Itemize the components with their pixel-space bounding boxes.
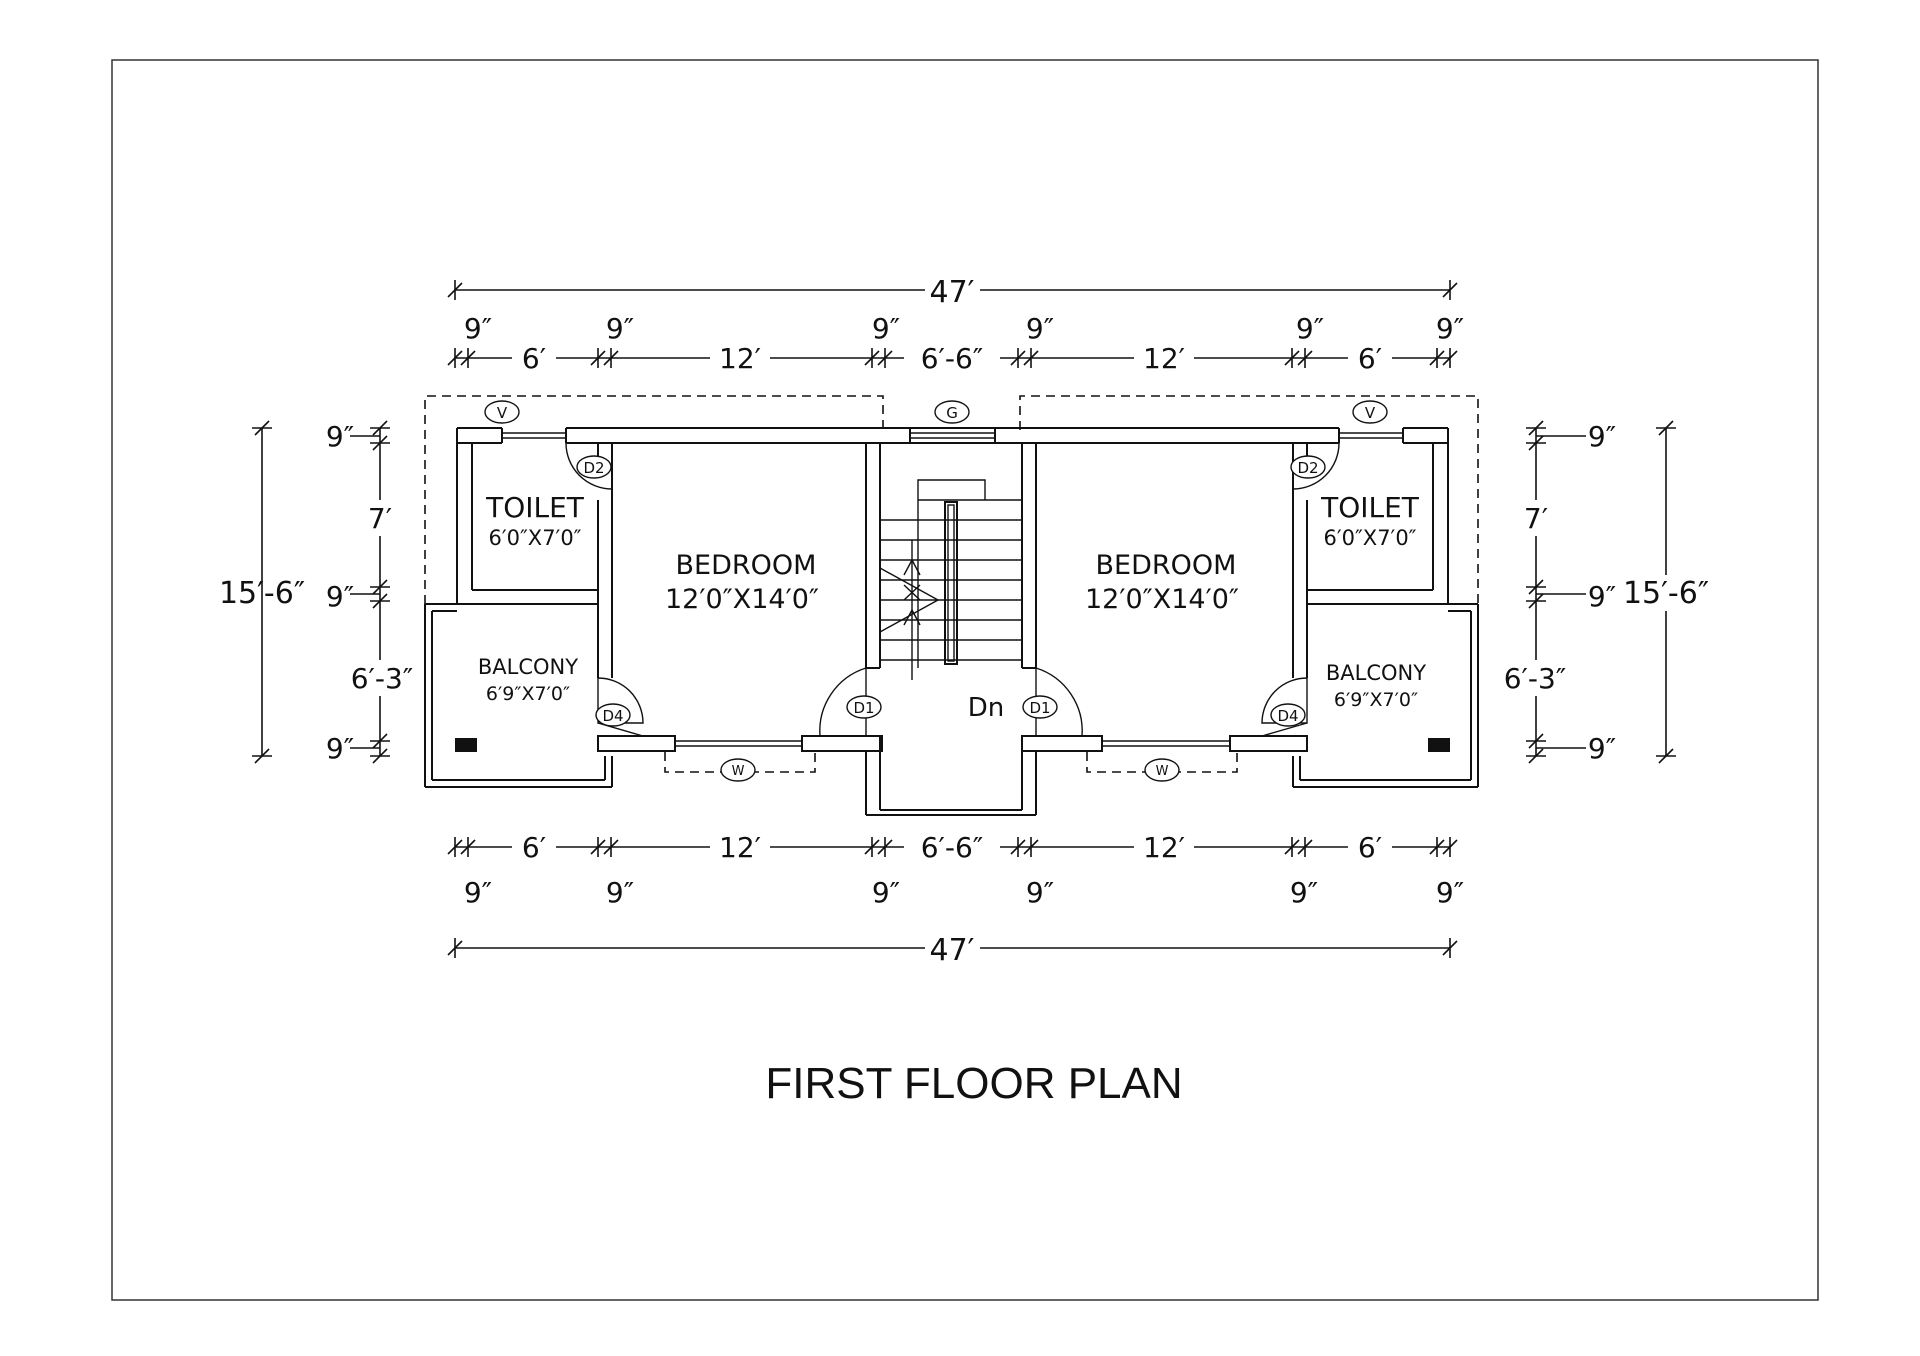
- right-balcony-name: BALCONY: [1326, 661, 1426, 685]
- right-bedroom-size: 12′0″X14′0″: [1085, 584, 1239, 615]
- tag-ventilator-right: V: [1365, 404, 1376, 422]
- left-wall-top-dim: 9″: [326, 420, 354, 453]
- tag-door-balcony-right: D4: [1277, 707, 1298, 725]
- windows: [502, 432, 1403, 747]
- top-span-3: 6′-6″: [921, 342, 984, 375]
- bottom-span-4: 12′: [1143, 831, 1185, 864]
- sheet-border: [111, 59, 1819, 1301]
- right-toilet-size: 6′0″X7′0″: [1323, 526, 1416, 550]
- top-overall-label: 47′: [930, 275, 975, 310]
- tag-door-main-left: D1: [853, 699, 874, 717]
- tag-door-toilet-right: D2: [1297, 459, 1318, 477]
- right-toilet-name: TOILET: [1320, 491, 1420, 524]
- right-total-label: 15′-6″: [1623, 576, 1709, 611]
- bottom-overall-dimension: 47′: [447, 933, 1458, 968]
- bottom-segment-dimensions: 6′ 12′ 6′-6″ 12′ 6′ 9″ 9″ 9″ 9″ 9″ 9″: [447, 830, 1464, 909]
- left-unit-walls: [424, 427, 910, 815]
- opening-tags: V G V W W D2 D2 D1 D1 D4 D4: [484, 400, 1388, 782]
- left-bedroom-size: 12′0″X14′0″: [665, 584, 819, 615]
- left-balcony-dim: 6′-3″: [351, 662, 414, 695]
- right-unit-walls: [995, 427, 1479, 815]
- top-wall-5: 9″: [1296, 312, 1324, 345]
- top-wall-6: 9″: [1436, 312, 1464, 345]
- bottom-wall-2: 9″: [606, 876, 634, 909]
- right-bedroom-name: BEDROOM: [1096, 550, 1237, 581]
- bottom-wall-5: 9″: [1290, 876, 1318, 909]
- top-wall-4: 9″: [1026, 312, 1054, 345]
- left-bedroom-name: BEDROOM: [676, 550, 817, 581]
- right-toilet-dim: 7′: [1524, 502, 1548, 535]
- top-span-1: 6′: [522, 342, 546, 375]
- left-toilet-dim: 7′: [368, 502, 392, 535]
- bottom-span-2: 12′: [719, 831, 761, 864]
- left-toilet-size: 6′0″X7′0″: [488, 526, 581, 550]
- doors: [565, 442, 1340, 737]
- tag-window-right: W: [1156, 764, 1169, 779]
- left-total-label: 15′-6″: [219, 576, 305, 611]
- top-overall-dimension: 47′: [447, 275, 1458, 310]
- tag-ventilator-left: V: [497, 404, 508, 422]
- bottom-span-5: 6′: [1358, 831, 1382, 864]
- left-balcony-name: BALCONY: [478, 655, 578, 679]
- tag-window-left: W: [732, 764, 745, 779]
- right-wall-top-dim: 9″: [1588, 420, 1616, 453]
- right-balcony-size: 6′9″X7′0″: [1334, 689, 1418, 711]
- left-floor-trap: [455, 738, 477, 752]
- top-span-2: 12′: [719, 342, 761, 375]
- staircase: Dn: [866, 427, 1036, 816]
- top-wall-3: 9″: [872, 312, 900, 345]
- right-wall-mid-dim: 9″: [1588, 580, 1616, 613]
- left-wall-mid-dim: 9″: [326, 580, 354, 613]
- drawing-title: FIRST FLOOR PLAN: [765, 1059, 1182, 1108]
- bottom-overall-label: 47′: [930, 933, 975, 968]
- left-balcony-size: 6′9″X7′0″: [486, 683, 570, 705]
- right-balcony-dim: 6′-3″: [1504, 662, 1567, 695]
- dashed-projections: [424, 395, 1479, 773]
- right-wall-bottom-dim: 9″: [1588, 732, 1616, 765]
- bottom-span-1: 6′: [522, 831, 546, 864]
- top-span-5: 6′: [1358, 342, 1382, 375]
- left-toilet-name: TOILET: [485, 491, 585, 524]
- tag-door-main-right: D1: [1029, 699, 1050, 717]
- tag-door-balcony-left: D4: [602, 707, 623, 725]
- top-segment-dimensions: 6′ 12′ 6′-6″ 12′ 6′ 9″ 9″ 9″ 9″ 9″ 9″: [447, 312, 1464, 375]
- bottom-span-3: 6′-6″: [921, 831, 984, 864]
- bottom-wall-4: 9″: [1026, 876, 1054, 909]
- top-wall-2: 9″: [606, 312, 634, 345]
- top-span-4: 12′: [1143, 342, 1185, 375]
- tag-door-toilet-left: D2: [583, 459, 604, 477]
- left-vertical-dimensions: 15′-6″ 7′ 6′-3″ 9″ 9″ 9″: [219, 420, 424, 765]
- tag-glazing: G: [946, 404, 958, 422]
- stair-down-label: Dn: [968, 693, 1005, 723]
- bottom-wall-3: 9″: [872, 876, 900, 909]
- right-vertical-dimensions: 15′-6″ 7′ 6′-3″ 9″ 9″ 9″: [1492, 420, 1712, 765]
- room-labels: TOILET 6′0″X7′0″ TOILET 6′0″X7′0″ BEDROO…: [478, 491, 1426, 711]
- bottom-wall-6: 9″: [1436, 876, 1464, 909]
- bottom-wall-1: 9″: [464, 876, 492, 909]
- right-floor-trap: [1428, 738, 1450, 752]
- left-wall-bottom-dim: 9″: [326, 732, 354, 765]
- top-wall-1: 9″: [464, 312, 492, 345]
